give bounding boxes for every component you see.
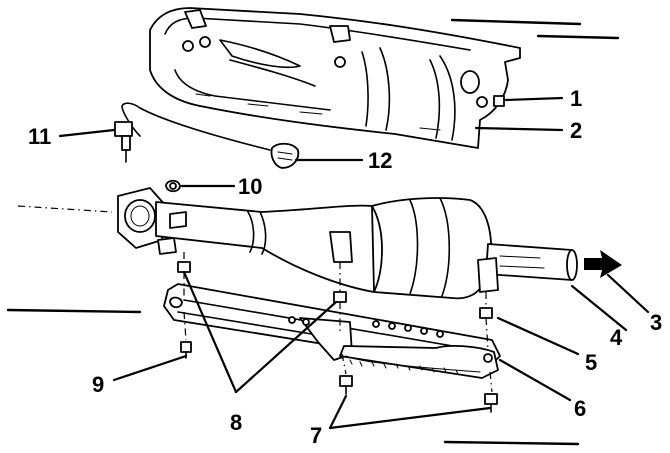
- callout-1: 1: [570, 86, 582, 111]
- callout-7: 7: [310, 423, 322, 448]
- arrow-right-icon: [584, 250, 622, 278]
- bolts: [180, 95, 505, 413]
- oxygen-sensor: [114, 102, 300, 169]
- callout-6: 6: [574, 396, 586, 421]
- construction-line-bottom: [443, 440, 580, 446]
- rubber-mounts: [177, 252, 493, 351]
- callout-11: 11: [28, 124, 51, 149]
- construction-line-top: [450, 18, 582, 26]
- callout-8: 8: [230, 410, 242, 435]
- leader-lines: [58, 96, 650, 430]
- construction-line-top-right: [536, 34, 620, 40]
- heat-shield: [149, 7, 521, 149]
- callout-4: 4: [610, 325, 623, 350]
- callout-2: 2: [570, 118, 582, 143]
- callout-5: 5: [585, 350, 597, 375]
- exhaust-pipe-assembly: [17, 179, 578, 300]
- construction-line-left: [6, 308, 142, 314]
- callout-9: 9: [92, 372, 104, 397]
- callout-12: 12: [368, 148, 392, 173]
- callout-labels: 1 2 3 4 5 6 7 8 9 10 11 12: [28, 86, 662, 448]
- support-bracket: [163, 283, 501, 379]
- callout-3: 3: [650, 310, 662, 335]
- callout-10: 10: [238, 174, 262, 199]
